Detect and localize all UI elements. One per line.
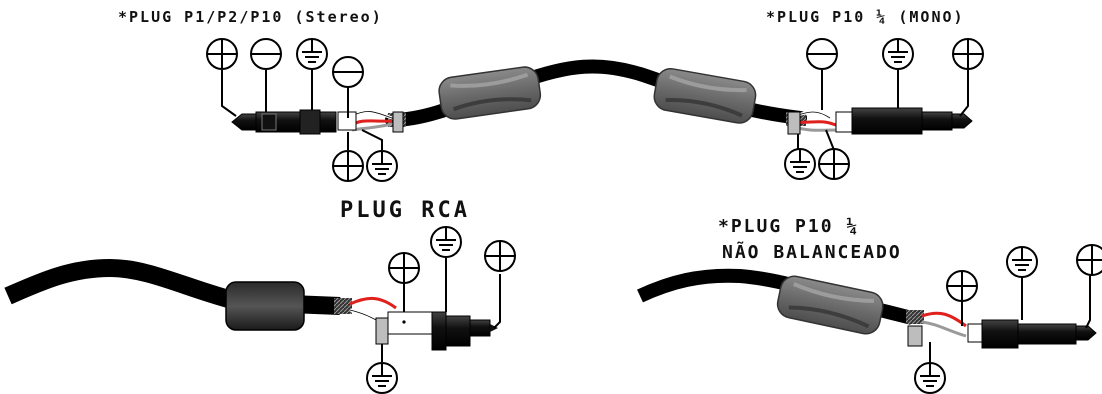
negative-terminal-icon <box>250 38 282 70</box>
ground-icon <box>366 362 398 394</box>
top-cable <box>385 59 807 127</box>
unbalanced-plug-subtitle: NÃO BALANCEADO <box>722 242 902 263</box>
top-right-sleeve <box>653 67 757 124</box>
rca-cable <box>4 226 516 394</box>
negative-terminal-icon <box>332 56 364 88</box>
ground-icon <box>882 38 914 70</box>
mono-plug <box>784 38 984 180</box>
positive-terminal-icon <box>946 270 978 302</box>
positive-terminal-icon <box>206 38 238 70</box>
ground-icon <box>430 226 462 258</box>
positive-terminal-icon <box>818 148 850 180</box>
ground-icon <box>366 150 398 182</box>
positive-terminal-icon <box>952 38 984 70</box>
top-left-sleeve <box>438 66 542 120</box>
positive-terminal-icon <box>1076 244 1102 276</box>
rca-plug-title: PLUG RCA <box>340 198 470 223</box>
mono-plug-title: *PLUG P10 ¼ (MONO) <box>766 8 965 26</box>
ground-icon <box>784 148 816 180</box>
positive-terminal-icon <box>484 240 516 272</box>
positive-terminal-icon <box>332 150 364 182</box>
unbalanced-plug-title: *PLUG P10 ¼ <box>718 216 860 237</box>
ground-icon <box>914 362 946 394</box>
stereo-plug-title: *PLUG P1/P2/P10 (Stereo) <box>118 8 383 26</box>
ground-icon <box>296 38 328 70</box>
unbalanced-sleeve <box>776 275 884 335</box>
rca-sleeve <box>225 281 305 331</box>
stereo-plug <box>206 38 406 182</box>
ground-icon <box>1006 246 1038 278</box>
unbalanced-cable <box>637 244 1102 394</box>
positive-terminal-icon <box>388 252 420 284</box>
negative-terminal-icon <box>806 38 838 70</box>
